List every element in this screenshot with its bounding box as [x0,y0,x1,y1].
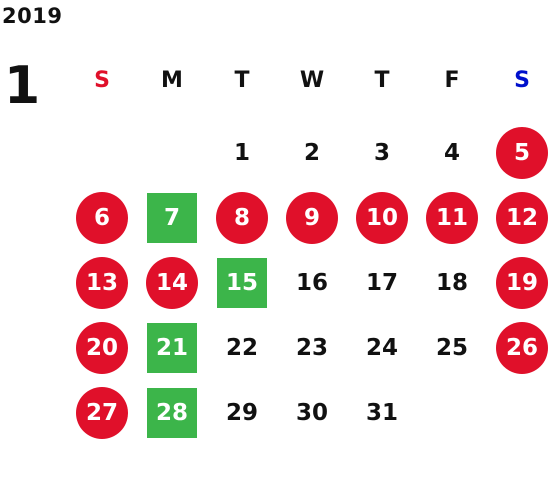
day-cell[interactable]: 6 [67,185,137,250]
day-cell[interactable]: 15 [207,250,277,315]
holiday-day-number: 20 [76,321,128,374]
holiday-day-number: 10 [356,191,408,244]
year-label: 2019 [2,4,63,28]
day-cell [67,120,137,185]
month-label: 1 [4,56,41,116]
day-cell[interactable]: 16 [277,250,347,315]
weekday-label: T [374,67,390,93]
day-cell[interactable]: 29 [207,380,277,445]
day-number: 29 [225,399,258,426]
day-cell[interactable]: 30 [277,380,347,445]
day-number: 31 [365,399,398,426]
day-cell[interactable]: 24 [347,315,417,380]
day-cell[interactable]: 28 [137,380,207,445]
day-number: 24 [365,334,398,361]
day-number: 16 [295,269,328,296]
day-cell[interactable]: 25 [417,315,487,380]
day-cell[interactable]: 19 [487,250,548,315]
holiday-day-number: 9 [286,191,338,244]
highlighted-day-number: 21 [147,322,197,373]
holiday-day-number: 14 [146,256,198,309]
day-number: 3 [373,139,390,166]
day-cell[interactable]: 26 [487,315,548,380]
weekday-label: S [514,67,530,93]
day-number: 1 [233,139,250,166]
day-cell[interactable]: 1 [207,120,277,185]
day-cell[interactable]: 3 [347,120,417,185]
day-cell[interactable]: 21 [137,315,207,380]
weekday-label: W [299,67,325,93]
day-cell[interactable]: 20 [67,315,137,380]
day-cell [137,120,207,185]
day-number: 30 [295,399,328,426]
day-cell[interactable]: 31 [347,380,417,445]
day-number: 18 [435,269,468,296]
day-cell[interactable]: 5 [487,120,548,185]
holiday-day-number: 26 [496,321,548,374]
weekday-label: T [234,67,250,93]
day-number: 23 [295,334,328,361]
day-cell[interactable]: 17 [347,250,417,315]
day-cell[interactable]: 8 [207,185,277,250]
day-cell[interactable]: 12 [487,185,548,250]
day-cell [417,380,487,445]
day-cell[interactable]: 23 [277,315,347,380]
day-cell[interactable]: 27 [67,380,137,445]
day-cell[interactable]: 14 [137,250,207,315]
day-number: 2 [303,139,320,166]
weekday-label: F [444,67,460,93]
holiday-day-number: 5 [496,126,548,179]
weekday-label: M [161,67,183,93]
day-cell[interactable]: 13 [67,250,137,315]
day-number: 4 [443,139,460,166]
day-cell[interactable]: 11 [417,185,487,250]
holiday-day-number: 13 [76,256,128,309]
day-cell [487,380,548,445]
day-cell[interactable]: 9 [277,185,347,250]
highlighted-day-number: 7 [147,192,197,243]
day-cell[interactable]: 10 [347,185,417,250]
day-number: 22 [225,334,258,361]
holiday-day-number: 8 [216,191,268,244]
highlighted-day-number: 28 [147,387,197,438]
day-cell[interactable]: 7 [137,185,207,250]
holiday-day-number: 6 [76,191,128,244]
holiday-day-number: 11 [426,191,478,244]
holiday-day-number: 27 [76,386,128,439]
holiday-day-number: 12 [496,191,548,244]
holiday-day-number: 19 [496,256,548,309]
day-number: 17 [365,269,398,296]
day-cell[interactable]: 18 [417,250,487,315]
day-cell[interactable]: 2 [277,120,347,185]
highlighted-day-number: 15 [217,257,267,308]
day-cell[interactable]: 22 [207,315,277,380]
weekday-label: S [94,67,110,93]
day-cell[interactable]: 4 [417,120,487,185]
day-number: 25 [435,334,468,361]
